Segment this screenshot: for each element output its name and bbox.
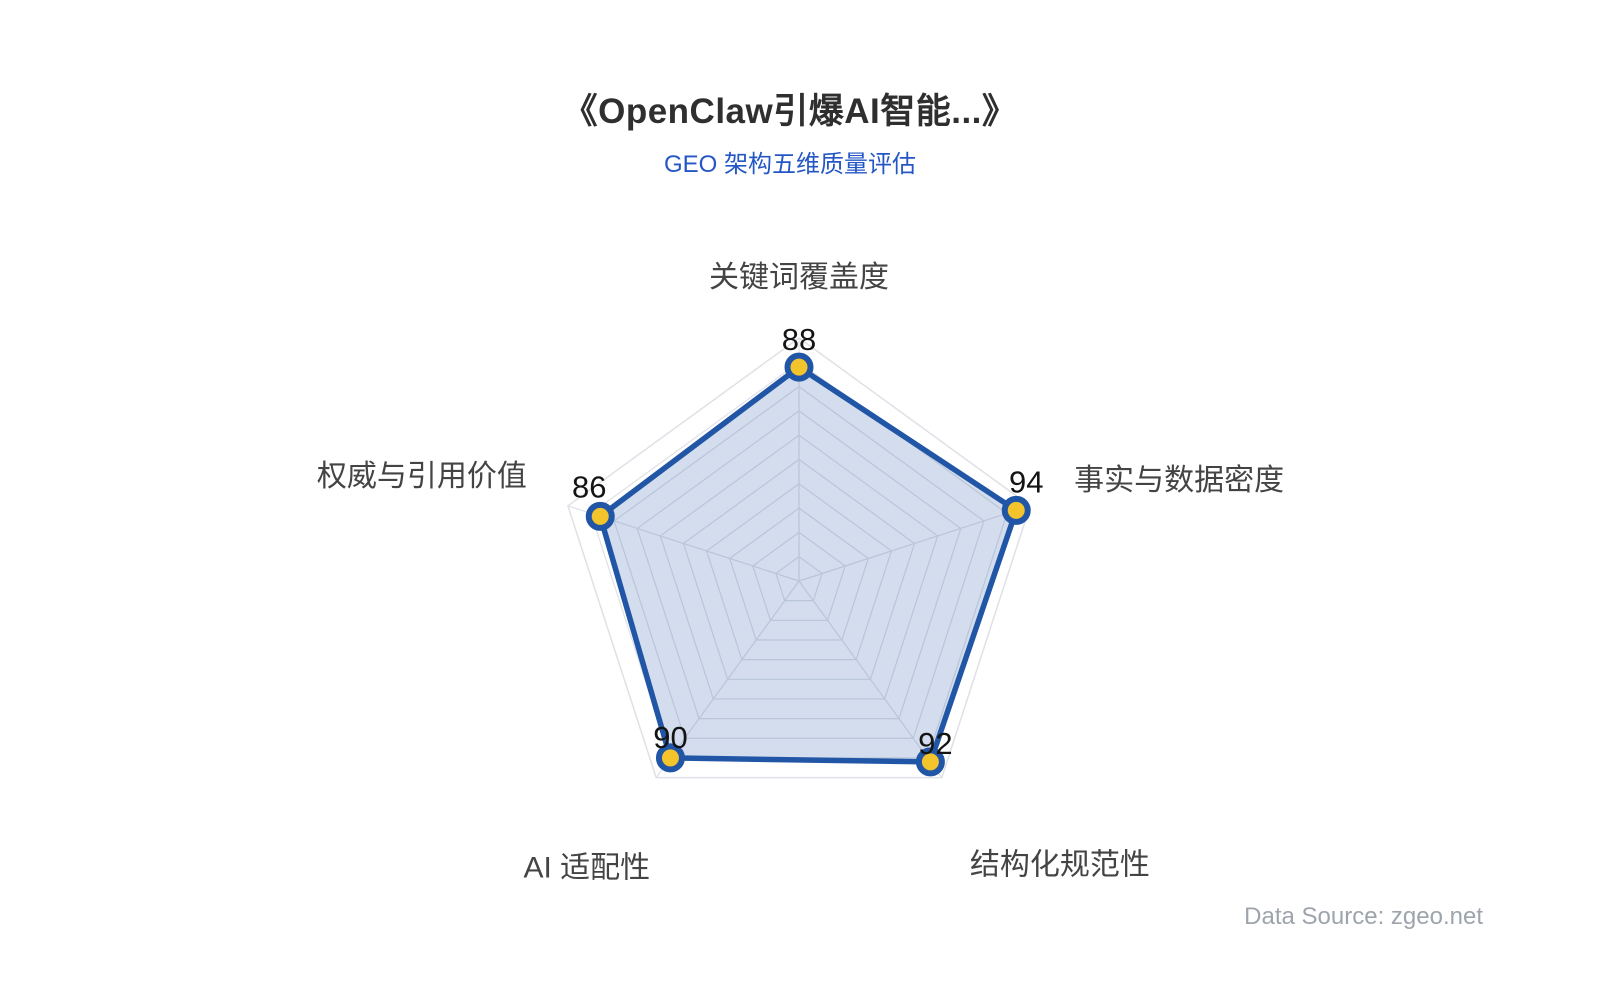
axis-label: 权威与引用价值 [317, 460, 527, 493]
radar-data-point [1001, 495, 1031, 525]
radar-grid-ring [682, 458, 916, 680]
radar-axis-line [655, 580, 800, 778]
radar-axis-line [798, 505, 1031, 582]
chart-title: 《OpenClaw引爆AI智能...》 [562, 92, 1018, 131]
radar-data-point [655, 743, 685, 773]
axis-label: 结构化规范性 [970, 849, 1150, 882]
value-label: 86 [572, 469, 606, 504]
radar-grid-ring [567, 337, 1031, 779]
value-label: 92 [918, 726, 952, 761]
radar-grid-ring [659, 434, 939, 700]
data-source-note: Data Source: zgeo.net [1244, 903, 1483, 930]
radar-data-point [915, 747, 945, 777]
radar-grid-ring [705, 483, 893, 661]
axis-label: AI 适配性 [523, 852, 650, 885]
axis-label: 关键词覆盖度 [709, 261, 889, 294]
value-label: 88 [782, 322, 816, 357]
radar-grid-ring [728, 507, 870, 641]
chart-subtitle: GEO 架构五维质量评估 [663, 151, 916, 178]
axis-label: 事实与数据密度 [1074, 464, 1284, 497]
radar-data-point [784, 352, 814, 382]
radar-grid-ring [775, 555, 823, 602]
radar-axis-line [798, 580, 943, 778]
radar-grid-ring [613, 385, 985, 739]
radar-data-point [585, 501, 615, 531]
value-label: 94 [1009, 464, 1043, 499]
value-label: 90 [653, 720, 687, 755]
radar-grid-ring [752, 531, 846, 621]
radar-series-area [597, 364, 1019, 765]
radar-grid-ring [636, 410, 962, 720]
